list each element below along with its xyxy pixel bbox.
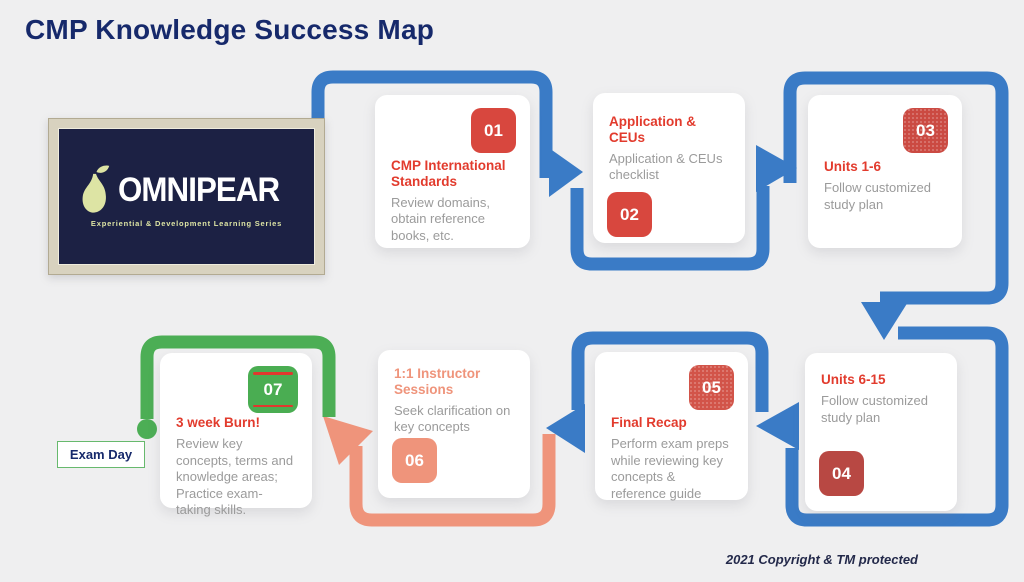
logo-tagline: Experiential & Development Learning Seri… — [90, 218, 283, 228]
step-7-number-badge: 07 — [248, 366, 298, 413]
copyright-note: 2021 Copyright & TM protected — [725, 552, 918, 567]
step-2-number-badge: 02 — [607, 192, 652, 237]
step-card-3: 03 Units 1-6 Follow customized study pla… — [808, 95, 962, 248]
step-5-description: Perform exam preps while reviewing key c… — [611, 435, 729, 501]
flow-arrow-step7-to-exam-day — [140, 335, 336, 419]
step-1-number-badge: 01 — [471, 108, 516, 153]
step-1-description: Review domains, obtain reference books, … — [391, 194, 490, 244]
flow-endpoint-dot — [137, 419, 157, 439]
flow-arrow-step6-to-step7 — [349, 434, 556, 527]
step-card-2: Application & CEUs Application & CEUs ch… — [593, 93, 745, 243]
flow-arrowhead-into-step4 — [861, 302, 908, 340]
flow-arrow-step3-to-step4 — [783, 71, 1009, 305]
step-card-5: 05 Final Recap Perform exam preps while … — [595, 352, 748, 501]
flow-arrow-step4-to-step5 — [785, 326, 1009, 527]
flow-arrow-step5-to-step6 — [571, 331, 769, 412]
step-4-description: Follow customized study plan — [821, 392, 928, 425]
omnipear-logo-frame: OMNIPEAR Experiential & Development Lear… — [48, 118, 325, 275]
step-card-6: 1:1 Instructor Sessions Seek clarificati… — [378, 350, 530, 498]
step-4-number-badge: 04 — [819, 451, 864, 496]
step-2-title: Application & CEUs — [609, 114, 696, 145]
step-7-description: Review key concepts, terms and knowledge… — [176, 435, 294, 518]
step-5-number-badge: 05 — [689, 365, 734, 410]
step-4-title: Units 6-15 — [821, 372, 886, 387]
step-2-description: Application & CEUs checklist — [609, 150, 723, 183]
step-card-4: Units 6-15 Follow customized study plan … — [805, 353, 957, 511]
flow-arrowhead-into-step5 — [756, 402, 799, 450]
flow-arrowhead-into-step7 — [323, 416, 373, 465]
step-6-description: Seek clarification on key concepts — [394, 402, 511, 435]
logo-brand-text: OMNIPEAR — [118, 171, 280, 209]
page-title: CMP Knowledge Success Map — [25, 14, 435, 45]
step-3-title: Units 1-6 — [824, 159, 882, 174]
step-6-title: 1:1 Instructor Sessions — [394, 366, 481, 397]
step-card-7: 07 3 week Burn! Review key concepts, ter… — [160, 353, 312, 517]
pear-icon — [82, 164, 110, 213]
omnipear-logo: OMNIPEAR Experiential & Development Lear… — [58, 128, 315, 265]
flow-arrowhead-into-step6 — [546, 404, 585, 453]
step-6-number-badge: 06 — [392, 438, 437, 483]
step-3-number-badge: 03 — [903, 108, 948, 153]
flow-arrow-logo-to-step1 — [311, 70, 553, 178]
flow-arrow-step2-to-step3 — [570, 186, 770, 271]
exam-day-label: Exam Day — [57, 441, 145, 468]
step-3-description: Follow customized study plan — [824, 179, 931, 212]
step-1-title: CMP International Standards — [391, 158, 506, 189]
flow-arrowhead-into-step2 — [549, 148, 583, 197]
step-7-title: 3 week Burn! — [176, 415, 261, 430]
step-5-title: Final Recap — [611, 415, 687, 430]
flow-arrowhead-into-step3 — [756, 145, 797, 192]
step-card-1: 01 CMP International Standards Review do… — [375, 95, 530, 248]
